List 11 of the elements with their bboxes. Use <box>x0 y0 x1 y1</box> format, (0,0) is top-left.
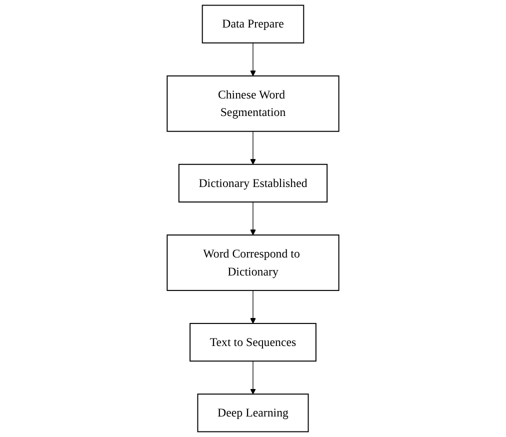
arrow <box>250 290 256 324</box>
node-box: Text to Sequences <box>190 322 316 362</box>
node-box: Deep Learning <box>197 394 309 432</box>
node-box: Data Prepare <box>202 4 304 44</box>
node-box: Word Correspond to Dictionary <box>166 234 340 291</box>
arrow <box>250 131 256 165</box>
arrow <box>250 42 256 76</box>
arrow <box>250 202 256 236</box>
node-box: Chinese Word Segmentation <box>166 75 340 132</box>
arrow <box>250 360 256 394</box>
node-box: Dictionary Established <box>178 164 328 202</box>
